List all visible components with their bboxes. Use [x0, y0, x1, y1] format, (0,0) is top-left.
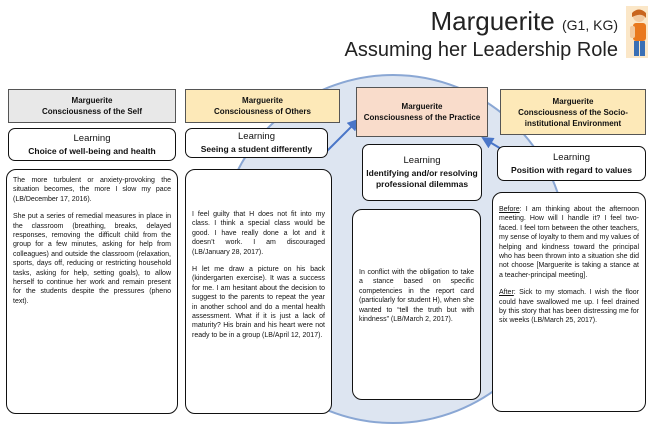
header-label: Consciousness of Others: [214, 107, 311, 116]
header-label: Consciousness of the Practice: [363, 113, 481, 122]
person-illustration-icon: [626, 6, 648, 58]
title-name: Marguerite: [430, 6, 555, 36]
paragraph-before: Before: I am thinking about the afternoo…: [499, 205, 639, 280]
text-box-self: The more turbulent or anxiety-provoking …: [6, 169, 178, 414]
learning-text: Identifying and/or resolving professiona…: [366, 168, 478, 189]
learning-label: Learning: [553, 151, 590, 163]
text-box-socio: Before: I am thinking about the afternoo…: [492, 192, 646, 412]
paragraph: She put a series of remedial measures in…: [13, 213, 171, 305]
learning-text: Seeing a student differently: [200, 144, 313, 154]
header-name: Marguerite: [552, 96, 594, 106]
text-box-others: I feel guilty that H does not fit into m…: [185, 169, 332, 414]
before-label: Before: [499, 206, 520, 213]
after-text: : Sick to my stomach. I wish the floor c…: [499, 289, 639, 325]
paragraph: H let me draw a picture on his back (kin…: [192, 266, 325, 339]
paragraph: I feel guilty that H does not fit into m…: [192, 211, 325, 256]
header-consciousness-practice: Marguerite Consciousness of the Practice: [356, 87, 488, 137]
learning-text: Position with regard to values: [511, 164, 632, 175]
arrow-others-to-practice: [325, 118, 360, 153]
learning-box-socio: Learning Position with regard to values: [497, 146, 646, 181]
header-consciousness-self: Marguerite Consciousness of the Self: [8, 89, 176, 123]
learning-box-others: Learning Seeing a student differently: [185, 128, 328, 158]
learning-label: Learning: [73, 132, 111, 144]
learning-text: Choice of well-being and health: [28, 145, 156, 156]
header-name: Marguerite: [401, 102, 443, 111]
learning-label: Learning: [238, 131, 275, 142]
header-consciousness-others: Marguerite Consciousness of Others: [185, 89, 340, 123]
before-text: : I am thinking about the afternoon meet…: [499, 206, 639, 279]
paragraph-after: After: Sick to my stomach. I wish the fl…: [499, 288, 639, 326]
paragraph: In conflict with the obligation to take …: [359, 269, 474, 324]
diagram-title: Marguerite (G1, KG): [300, 6, 618, 40]
learning-label: Learning: [403, 155, 441, 166]
learning-box-practice: Learning Identifying and/or resolving pr…: [362, 144, 482, 201]
header-label: Consciousness of the Socio-institutional…: [518, 107, 628, 128]
paragraph: The more turbulent or anxiety-provoking …: [13, 177, 171, 203]
diagram-subtitle: Assuming her Leadership Role: [344, 39, 619, 61]
text-box-practice: In conflict with the obligation to take …: [352, 209, 481, 400]
title-detail: (G1, KG): [561, 17, 618, 33]
learning-box-self: Learning Choice of well-being and health: [8, 128, 176, 161]
header-name: Marguerite: [71, 96, 113, 105]
header-consciousness-socio: Marguerite Consciousness of the Socio-in…: [500, 89, 646, 135]
header-name: Marguerite: [242, 96, 283, 105]
header-label: Consciousness of the Self: [41, 107, 143, 116]
after-label: After: [499, 289, 514, 297]
